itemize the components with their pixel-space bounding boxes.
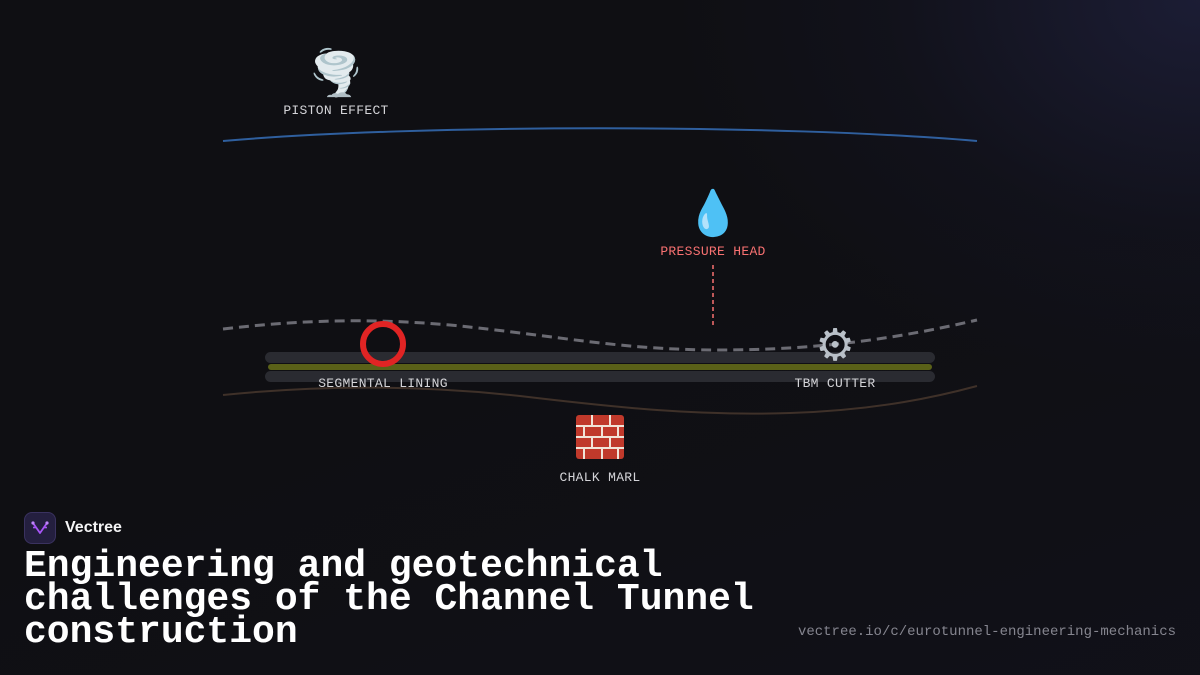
water-droplet-icon: 💧	[686, 188, 741, 239]
pressure-head-label: PRESSURE HEAD	[660, 244, 765, 259]
tunnel-core	[268, 364, 932, 370]
source-url: vectree.io/c/eurotunnel-engineering-mech…	[797, 624, 1176, 640]
ring-icon	[360, 321, 406, 367]
tornado-icon: 🌪️	[309, 46, 364, 99]
chalk-marl-label: CHALK MARL	[559, 470, 640, 485]
seabed-line	[222, 318, 978, 352]
tunnel-wall-bottom	[265, 371, 935, 382]
brand-name: Vectree	[65, 519, 122, 536]
tunnel-diagram: 🌪️ PISTON EFFECT 💧 PRESSURE HEAD SEGMENT…	[222, 46, 978, 485]
gear-icon: ⚙	[815, 320, 854, 371]
chalk-marl-stratum-line	[222, 385, 978, 415]
brick-icon	[576, 415, 624, 459]
tbm-cutter-label: TBM CUTTER	[794, 376, 875, 391]
piston-effect-label: PISTON EFFECT	[283, 103, 388, 118]
sea-surface-line	[222, 127, 978, 142]
vectree-logo-icon	[24, 512, 56, 544]
segmental-lining-label: SEGMENTAL LINING	[318, 376, 448, 391]
brand: Vectree	[24, 512, 122, 544]
tunnel-wall-top	[265, 352, 935, 363]
page-title: Engineering and geotechnical challenges …	[24, 545, 754, 654]
